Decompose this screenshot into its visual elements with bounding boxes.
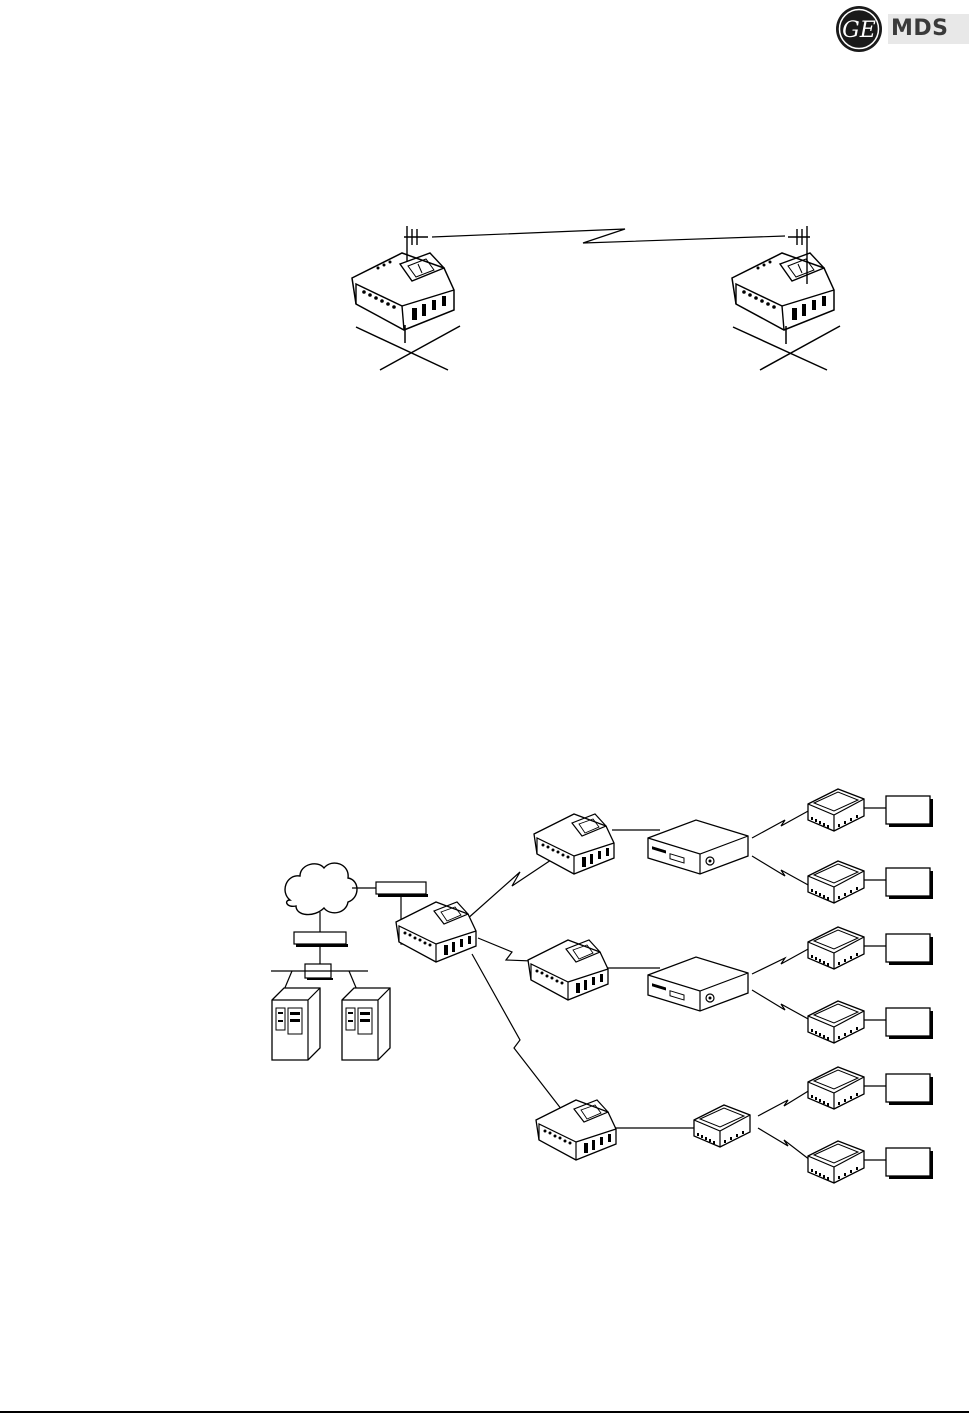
serial-device-icon <box>808 1001 864 1043</box>
hub <box>305 964 331 978</box>
terminal-icon <box>886 1008 933 1039</box>
radio-unit-icon <box>352 253 454 330</box>
radio-link <box>432 229 785 243</box>
remote-radio-icon <box>536 1100 616 1160</box>
lan-connection-icon <box>733 326 840 370</box>
remote-radio-icon <box>528 940 608 1000</box>
terminal-icon <box>886 1074 933 1105</box>
serial-device-icon <box>808 927 864 969</box>
remote-radio-icon <box>534 814 614 874</box>
radio-unit-icon <box>732 253 834 330</box>
terminal-icon <box>886 1148 933 1179</box>
network-cloud <box>285 863 357 915</box>
point-to-point-diagram <box>0 0 969 420</box>
serial-device-icon <box>808 861 864 903</box>
router <box>376 882 426 894</box>
server-icon <box>272 988 320 1060</box>
footer-rule <box>0 1411 969 1413</box>
server-icon <box>342 988 390 1060</box>
serial-device-icon <box>808 1067 864 1109</box>
dvr-unit-icon <box>648 820 748 874</box>
dvr-unit-icon <box>648 957 748 1011</box>
antenna-icon <box>404 226 428 262</box>
terminal-icon <box>886 868 933 899</box>
serial-device-icon <box>808 789 864 831</box>
router <box>294 932 346 944</box>
serial-device-icon <box>694 1105 750 1147</box>
terminal-icon <box>886 934 933 965</box>
serial-device-icon <box>808 1141 864 1183</box>
access-point-radio-icon <box>396 902 476 962</box>
terminal-icon <box>886 796 933 827</box>
lan-connection-icon <box>356 325 460 370</box>
